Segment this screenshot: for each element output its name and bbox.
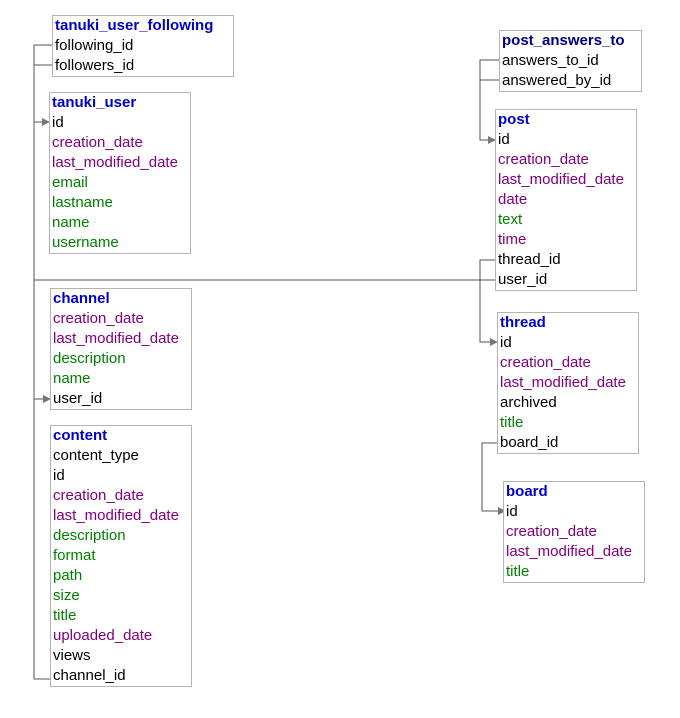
link-answers-to-post [479,59,501,144]
table-column: user_id [53,390,103,407]
link-trunk [33,122,50,680]
table-column: creation_date [53,310,144,327]
table-column: text [498,211,523,228]
table-column: path [53,567,83,584]
table-column: creation_date [500,354,591,371]
table-column: following_id [55,37,134,54]
table-column: description [53,527,126,544]
table-title: tanuki_user_following [55,17,214,34]
table-column: last_modified_date [53,507,179,524]
table-title: thread [500,314,546,331]
table-column: last_modified_date [53,330,179,347]
table-column: last_modified_date [498,171,624,188]
table-column: title [506,563,530,580]
table-column: channel_id [53,667,126,684]
table-column: followers_id [55,57,135,74]
table-column: last_modified_date [500,374,626,391]
table-column: creation_date [53,487,144,504]
table-title: post [498,111,530,128]
table-column: views [53,647,91,664]
link-thread-board [481,442,506,515]
table-column: creation_date [506,523,597,540]
table-column: content_type [53,447,139,464]
table-post-answers-to[interactable]: post_answers_to answers_to_id answered_by_… [499,30,642,92]
table-column: id [52,114,64,131]
table-column: email [52,174,88,191]
table-column: id [500,334,512,351]
table-column: id [53,467,65,484]
table-column: lastname [52,194,113,211]
link-following-to-user [33,44,52,126]
table-title: tanuki_user [52,94,137,111]
table-column: archived [500,394,557,411]
table-title: content [53,427,108,444]
table-column: creation_date [52,134,143,151]
table-column: uploaded_date [53,627,153,644]
table-column: user_id [498,271,548,288]
table-column: name [53,370,91,387]
table-column: answers_to_id [502,52,599,69]
table-column: time [498,231,527,248]
table-column: id [498,131,510,148]
table-column: description [53,350,126,367]
table-column: size [53,587,80,604]
table-column: format [53,547,96,564]
table-column: board_id [500,434,559,451]
table-title: board [506,483,548,500]
table-column: thread_id [498,251,561,268]
table-column: last_modified_date [506,543,632,560]
table-column: id [506,503,518,520]
table-title: channel [53,290,110,307]
table-column: answered_by_id [502,72,612,89]
table-column: title [53,607,77,624]
table-column: username [52,234,119,251]
table-title: post_answers_to [502,32,625,49]
table-column: creation_date [498,151,589,168]
table-column: title [500,414,524,431]
table-column: name [52,214,90,231]
table-column: date [498,191,528,208]
table-column: last_modified_date [52,154,178,171]
link-post-thread [479,259,498,346]
